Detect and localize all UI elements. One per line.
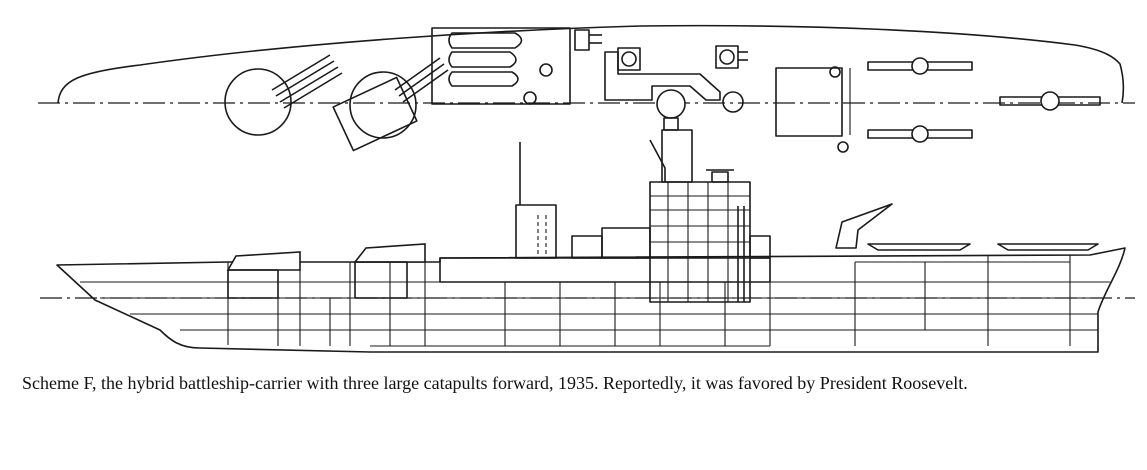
ship-profile-view (40, 117, 1135, 353)
aircraft-crane (835, 203, 893, 249)
catapult-group (224, 54, 449, 152)
bridge-plan (604, 51, 721, 101)
funnel-plan (656, 89, 686, 119)
profile-hull-outline (56, 247, 1126, 353)
boat-2 (448, 51, 517, 68)
turret-2 (353, 243, 426, 263)
figure-caption: Scheme F, the hybrid battleship-carrier … (22, 373, 968, 393)
boat-3 (448, 71, 519, 87)
hangar-block (439, 257, 771, 283)
boat-1 (448, 32, 523, 49)
aft-mount-profile-1 (867, 243, 971, 251)
boat-deck (431, 27, 571, 105)
catapult-turntable-1 (224, 68, 292, 136)
ship-plan-view (38, 24, 1135, 153)
aft-mount-profile-2 (997, 243, 1099, 251)
plan-hull-outline (57, 24, 1125, 104)
bridge-tower (649, 117, 751, 303)
catapult-turntable-2 (349, 71, 417, 139)
hull-frames (227, 255, 1071, 346)
elevator-plan (775, 67, 843, 137)
ship-drawing (38, 24, 1135, 353)
turret-1 (226, 251, 301, 271)
